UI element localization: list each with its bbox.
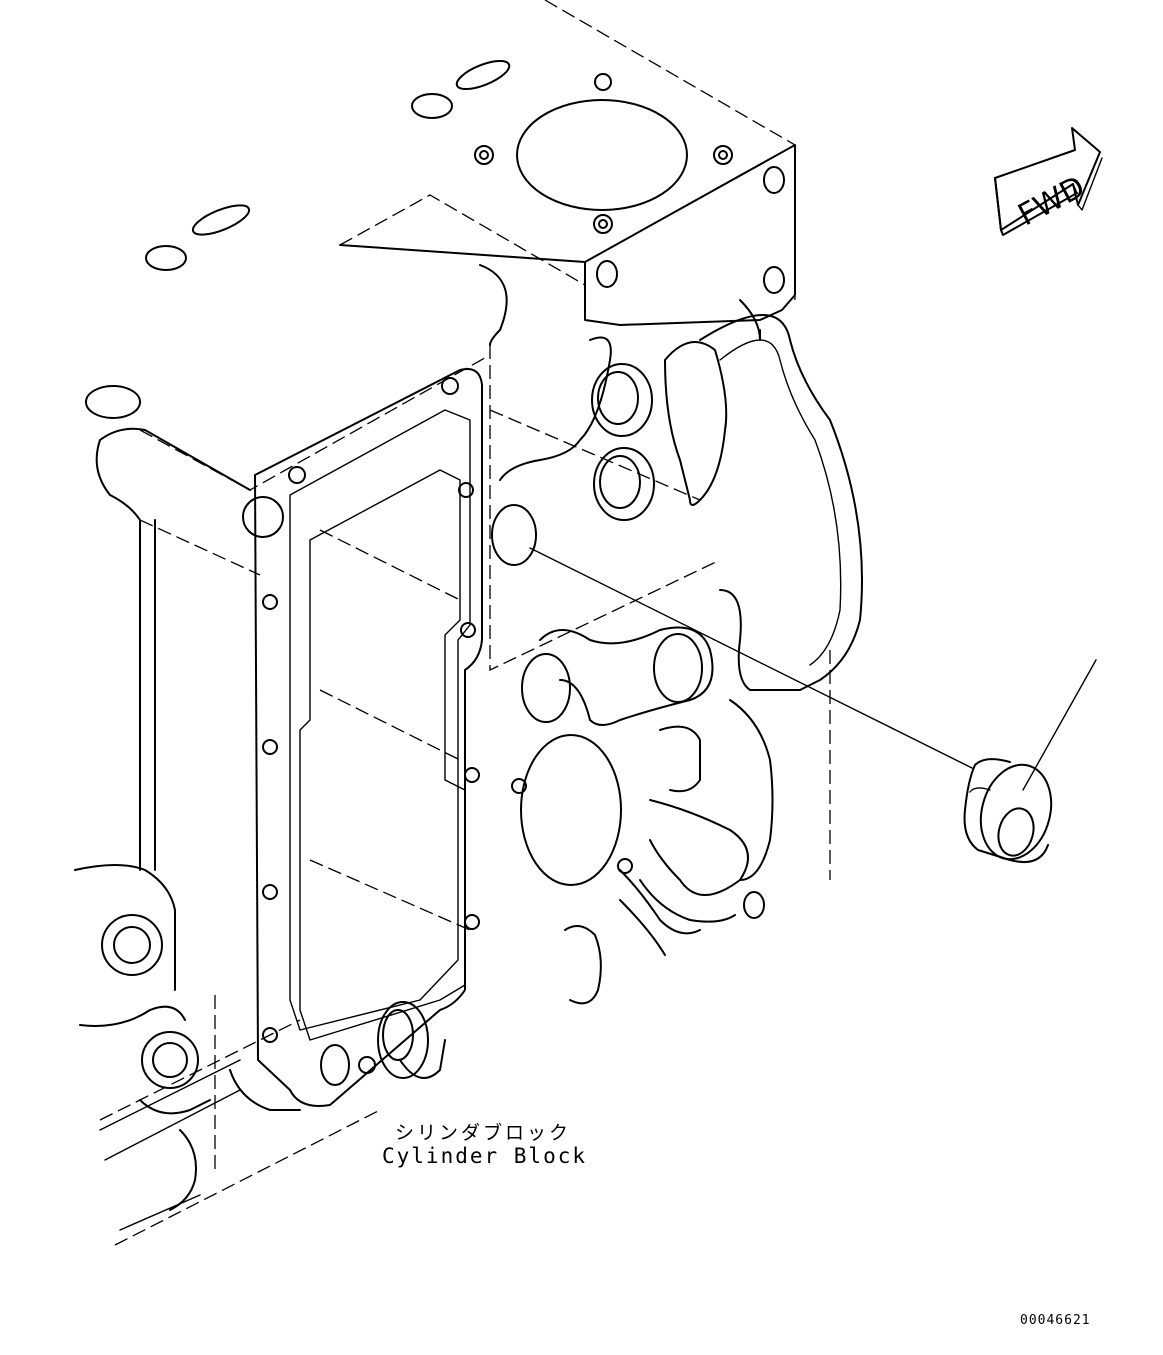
top-hole <box>145 245 187 271</box>
cylinder-bore <box>516 99 688 211</box>
block-side-castings <box>74 299 863 1231</box>
forward-arrow-icon: FWD <box>994 127 1103 236</box>
leader-line <box>1022 659 1097 791</box>
top-hole <box>85 385 141 419</box>
block-ports <box>479 264 765 935</box>
top-oil-slot <box>455 60 511 90</box>
top-oil-slot <box>191 204 251 236</box>
leader-line <box>529 547 973 769</box>
fwd-label: FWD <box>1013 169 1091 233</box>
drawing-number: 00046621 <box>1020 1313 1091 1328</box>
plug-part <box>963 758 1053 864</box>
part-label-japanese: シリンダブロック <box>395 1122 572 1144</box>
top-hole <box>411 93 453 119</box>
cylinder-block-outline <box>99 0 831 1246</box>
part-label-english: Cylinder Block <box>382 1144 588 1168</box>
block-top-deck <box>85 60 796 419</box>
front-flange-plate <box>242 368 483 1107</box>
